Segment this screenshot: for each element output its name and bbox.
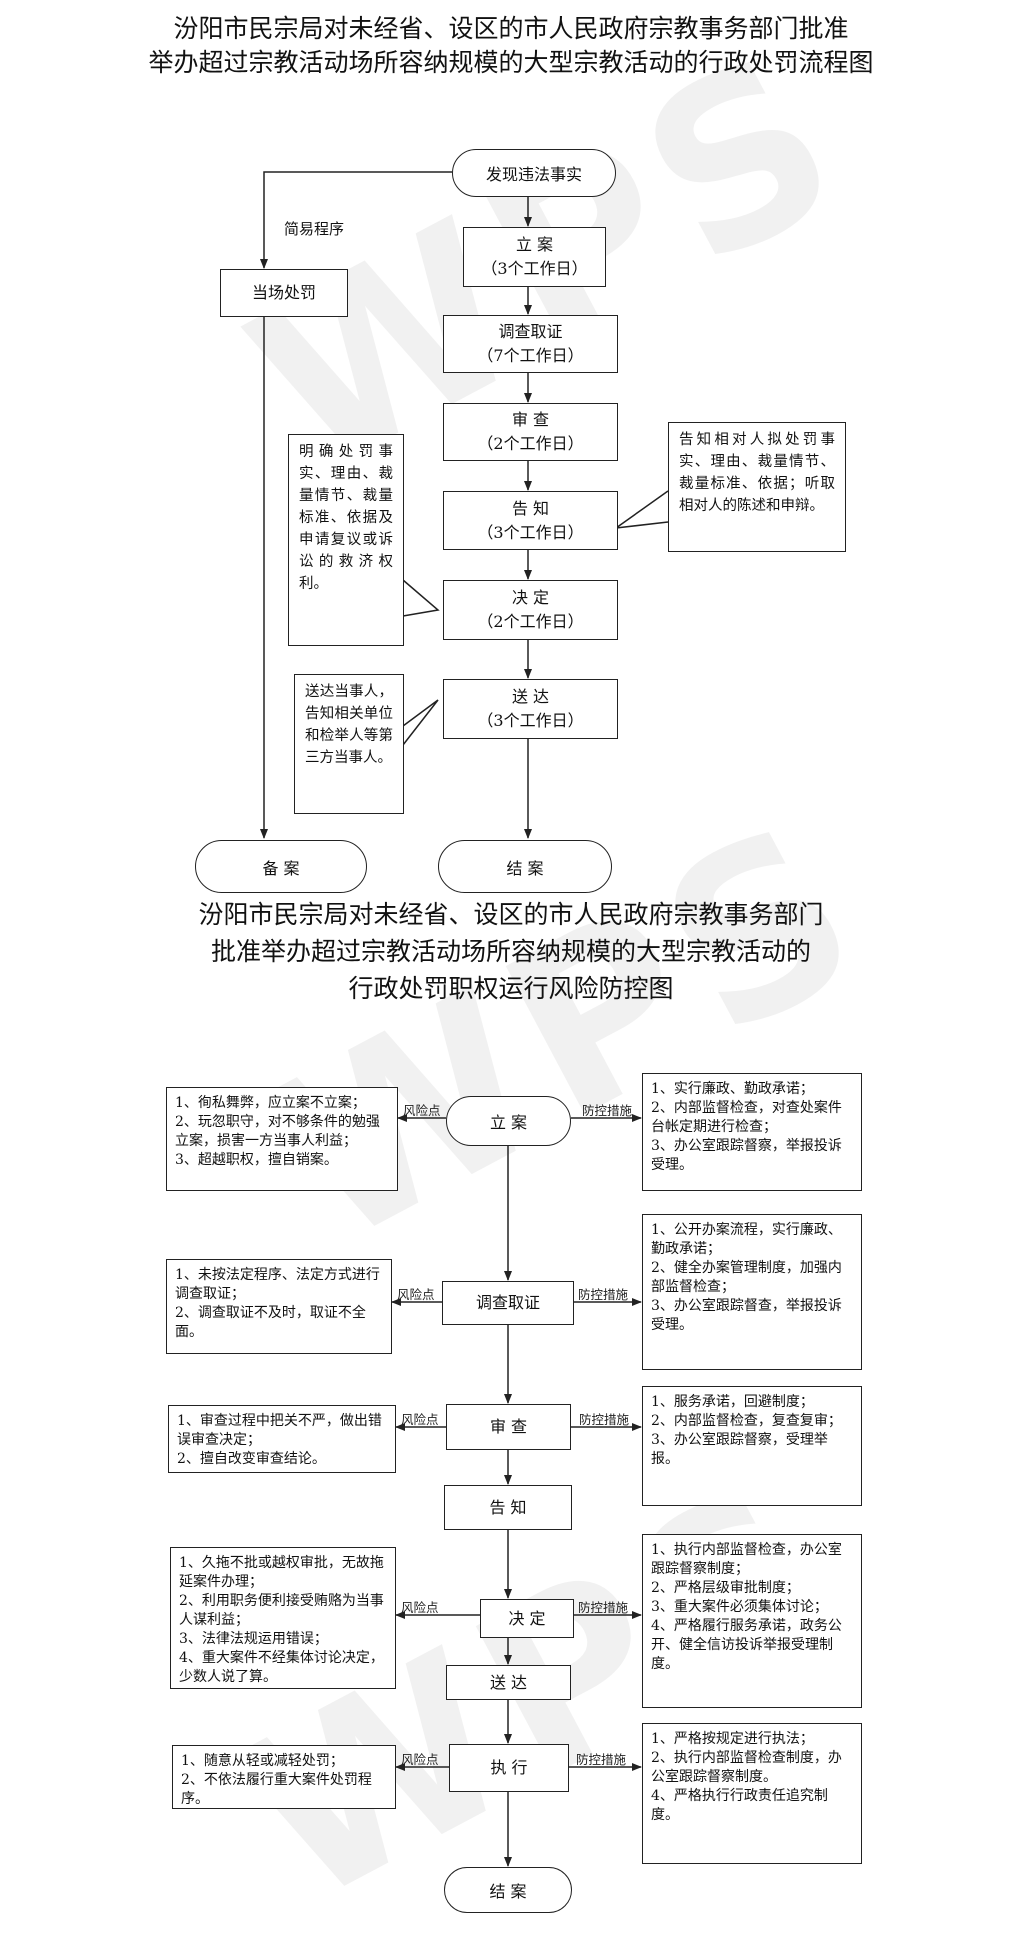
risk-node-decide: 决 定 <box>480 1599 574 1638</box>
control-measure-label: 防控措施 <box>582 1103 633 1118</box>
control-measure-label: 防控措施 <box>578 1600 629 1615</box>
risk-title-line3: 行政处罚职权运行风险防控图 <box>348 974 674 1003</box>
flow-step-decide: 决 定 （2个工作日） <box>443 580 618 640</box>
risk-box-register: 1、徇私舞弊，应立案不立案； 2、玩忽职守，对不够条件的勉强立案，损害一方当事人… <box>166 1087 398 1191</box>
onsite-penalty-box: 当场处罚 <box>220 269 348 317</box>
risk-box-execute: 1、随意从轻或减轻处罚； 2、不依法履行重大案件处罚程序。 <box>172 1745 396 1809</box>
step-name: 告 知 <box>511 498 550 518</box>
flow-step-deliver: 送 达 （3个工作日） <box>443 679 618 739</box>
control-measure-label: 防控措施 <box>578 1287 629 1302</box>
flow-note-right: 告知相对人拟处罚事实、理由、裁量情节、裁量标准、依据；听取相对人的陈述和申辩。 <box>668 422 846 552</box>
risk-point-label: 风险点 <box>401 1752 439 1767</box>
control-box-investigate: 1、公开办案流程，实行廉政、勤政承诺； 2、健全办案管理制度，加强内部监督检查；… <box>642 1214 862 1370</box>
control-box-register: 1、实行廉政、勤政承诺； 2、内部监督检查，对查处案件台帐定期进行检查； 3、办… <box>642 1073 862 1191</box>
risk-node-investigate: 调查取证 <box>442 1281 574 1325</box>
risk-node-close: 结 案 <box>444 1867 572 1913</box>
onsite-penalty-label: 当场处罚 <box>251 283 316 302</box>
risk-node-label: 调查取证 <box>475 1293 540 1312</box>
control-box-review: 1、服务承诺，回避制度； 2、内部监督检查，复查复审； 3、办公室跟踪督察，受理… <box>642 1386 862 1506</box>
risk-box-investigate: 1、未按法定程序、法定方式进行调查取证； 2、调查取证不及时，取证不全面。 <box>166 1259 392 1354</box>
risk-node-label: 结 案 <box>489 1882 527 1901</box>
risk-node-register: 立 案 <box>446 1096 571 1146</box>
flow-step-register: 立 案 （3个工作日） <box>463 227 606 287</box>
control-box-execute: 1、严格按规定进行执法； 2、执行内部监督检查制度，办公室跟踪督察制度。 4、严… <box>642 1723 862 1864</box>
risk-box-review: 1、审查过程中把关不严，做出错误审查决定； 2、擅自改变审查结论。 <box>168 1405 396 1473</box>
risk-node-label: 立 案 <box>489 1113 528 1132</box>
risk-node-label: 送 达 <box>489 1672 528 1692</box>
risk-point-label: 风险点 <box>403 1103 441 1118</box>
risk-point-label: 风险点 <box>397 1287 435 1302</box>
risk-node-label: 执 行 <box>490 1758 528 1777</box>
step-name: 调查取证 <box>498 322 563 341</box>
step-days: （3个工作日） <box>481 259 588 278</box>
step-days: （3个工作日） <box>477 711 584 730</box>
flow-title-line1: 汾阳市民宗局对未经省、设区的市人民政府宗教事务部门批准 <box>173 14 849 43</box>
risk-node-label: 告 知 <box>489 1497 527 1517</box>
step-name: 送 达 <box>511 687 550 706</box>
flow-start-label: 发现违法事实 <box>485 165 582 184</box>
step-name: 决 定 <box>511 588 550 607</box>
risk-node-notify: 告 知 <box>444 1485 572 1530</box>
step-days: （2个工作日） <box>477 434 584 453</box>
flow-start-node: 发现违法事实 <box>452 149 616 197</box>
flow-end-close-label: 结 案 <box>506 858 544 878</box>
risk-node-deliver: 送 达 <box>446 1665 571 1700</box>
risk-box-decide: 1、久拖不批或越权审批，无故拖延案件办理； 2、利用职务便利接受贿赂为当事人谋利… <box>170 1547 396 1689</box>
control-box-decide: 1、执行内部监督检查，办公室跟踪督察制度； 2、严格层级审批制度； 3、重大案件… <box>642 1534 862 1708</box>
risk-point-label: 风险点 <box>401 1412 439 1427</box>
flow-step-investigate: 调查取证 （7个工作日） <box>443 315 618 373</box>
step-days: （3个工作日） <box>477 522 584 542</box>
risk-point-label: 风险点 <box>401 1600 439 1615</box>
flow-end-record: 备 案 <box>195 840 367 893</box>
step-name: 审 查 <box>511 410 550 429</box>
flow-note-deliver: 送达当事人，告知相关单位和检举人等第三方当事人。 <box>294 674 404 814</box>
flow-title-line2: 举办超过宗教活动场所容纳规模的大型宗教活动的行政处罚流程图 <box>148 48 874 77</box>
step-days: （2个工作日） <box>477 612 584 631</box>
flow-end-record-label: 备 案 <box>262 858 300 878</box>
flow-end-close: 结 案 <box>438 840 612 893</box>
flow-step-notify: 告 知 （3个工作日） <box>443 491 618 550</box>
risk-node-label: 审 查 <box>489 1417 528 1436</box>
risk-node-execute: 执 行 <box>449 1744 569 1792</box>
risk-node-review: 审 查 <box>446 1404 571 1450</box>
flow-step-review: 审 查 （2个工作日） <box>443 403 618 461</box>
risk-node-label: 决 定 <box>508 1608 546 1628</box>
risk-title-line2: 批准举办超过宗教活动场所容纳规模的大型宗教活动的 <box>210 937 811 966</box>
flow-note-left: 明确处罚事实、理由、裁量情节、裁量标准、依据及申请复议或诉讼的救济权利。 <box>288 434 404 646</box>
step-days: （7个工作日） <box>477 346 584 365</box>
control-measure-label: 防控措施 <box>576 1752 627 1767</box>
control-measure-label: 防控措施 <box>579 1412 630 1427</box>
simple-procedure-label: 简易程序 <box>284 220 345 238</box>
step-name: 立 案 <box>515 235 554 254</box>
risk-title-line1: 汾阳市民宗局对未经省、设区的市人民政府宗教事务部门 <box>198 900 824 929</box>
